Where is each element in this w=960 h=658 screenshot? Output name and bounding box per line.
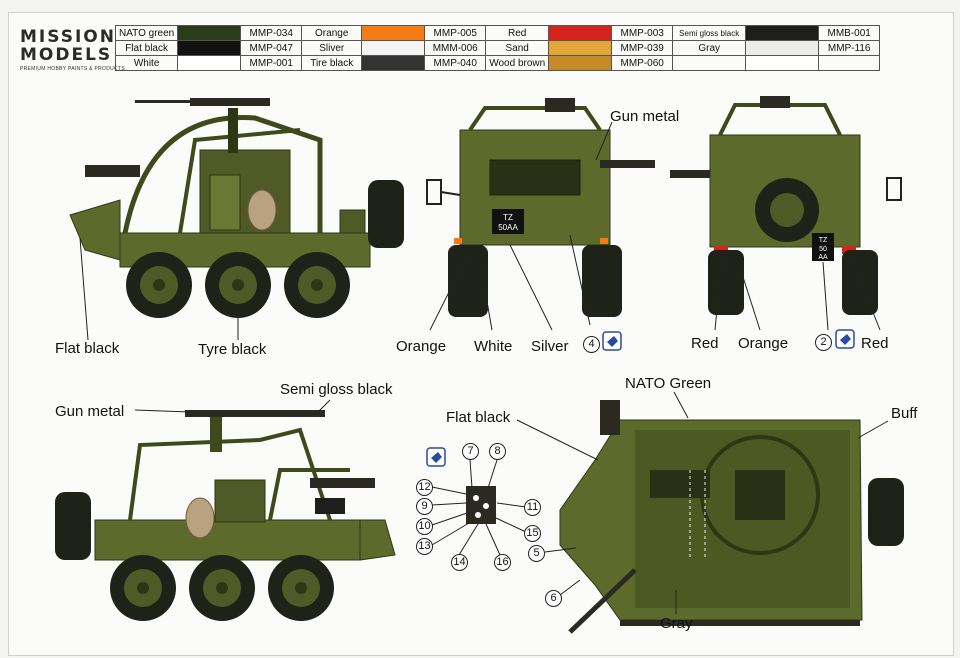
- callout-semi-gloss-black: Semi gloss black: [280, 381, 393, 398]
- callout-gun-metal-front: Gun metal: [610, 108, 680, 125]
- decal-number: 15: [524, 525, 541, 542]
- callout-flat-black-plan: Flat black: [446, 409, 511, 426]
- decal-number-2: 2: [815, 334, 832, 351]
- decal-sheet-icon: [835, 329, 855, 349]
- plan-view: [516, 391, 904, 634]
- decal-number: 9: [416, 498, 433, 515]
- callout-white: White: [474, 338, 513, 355]
- decal-number: 12: [416, 479, 433, 496]
- paint-swatch: [177, 40, 242, 56]
- decal-number: 14: [451, 554, 468, 571]
- paint-swatch: [177, 55, 242, 71]
- paint-row: White MMP-001 Tire black MMP-040 Wood br…: [114, 55, 881, 71]
- paint-swatch: [745, 40, 820, 56]
- side-view-top: [69, 98, 404, 341]
- decal-number: 7: [462, 443, 479, 460]
- paint-swatch: [361, 55, 426, 71]
- decal-number: 10: [416, 518, 433, 535]
- logo-line-2: MODELS: [20, 45, 113, 65]
- decal-placement-detail: [426, 447, 527, 556]
- decal-number: 8: [489, 443, 506, 460]
- paint-code: [818, 55, 881, 71]
- decal-number-6: 6: [545, 590, 562, 607]
- paint-name: White: [114, 55, 179, 71]
- paint-code: MMP-040: [424, 55, 487, 71]
- rear-plate-line-1: TZ: [819, 237, 828, 244]
- decal-number: 13: [416, 538, 433, 555]
- rear-plate-line-3: AA: [818, 254, 828, 261]
- callout-orange-rear: Orange: [738, 335, 789, 352]
- paint-swatch: [548, 40, 613, 56]
- callout-red-rear-left: Red: [691, 335, 719, 352]
- paint-color-table: NATO green MMP-034 Orange MMP-005 Red MM…: [114, 25, 881, 71]
- decal-number: 16: [494, 554, 511, 571]
- front-view: TZ 50AA: [426, 98, 655, 331]
- callout-gun-metal-side: Gun metal: [55, 403, 125, 420]
- paint-row: NATO green MMP-034 Orange MMP-005 Red MM…: [114, 25, 881, 41]
- callout-flat-black: Flat black: [55, 340, 120, 357]
- callout-red-rear-right: Red: [861, 335, 889, 352]
- decal-sheet-icon: [602, 331, 622, 351]
- logo-tagline: PREMIUM HOBBY PAINTS & PRODUCTS: [20, 66, 125, 72]
- paint-name: Wood brown: [485, 55, 550, 71]
- callout-silver: Silver: [531, 338, 569, 355]
- rear-plate-line-2: 50: [819, 246, 827, 253]
- callout-gray: Gray: [660, 615, 693, 632]
- callout-orange-front: Orange: [396, 338, 447, 355]
- decal-number-5: 5: [528, 545, 545, 562]
- callout-nato-green: NATO Green: [625, 375, 712, 392]
- callout-tyre-black: Tyre black: [198, 341, 267, 358]
- rear-view: TZ 50 AA: [670, 96, 902, 331]
- front-plate-line-2: 50AA: [498, 223, 518, 232]
- paint-row: Flat black MMP-047 Sliver MMM-006 Sand M…: [114, 40, 881, 56]
- mission-models-logo: MISSION MODELS PREMIUM HOBBY PAINTS & PR…: [20, 27, 125, 72]
- decal-number-4: 4: [583, 336, 600, 353]
- front-plate-line-1: TZ: [503, 213, 513, 222]
- paint-swatch: [361, 25, 426, 41]
- callout-buff: Buff: [891, 405, 918, 422]
- side-view-bottom: [55, 399, 396, 621]
- logo-line-1: MISSION: [20, 27, 116, 47]
- decal-number: 11: [524, 499, 541, 516]
- paint-swatch: [548, 55, 613, 71]
